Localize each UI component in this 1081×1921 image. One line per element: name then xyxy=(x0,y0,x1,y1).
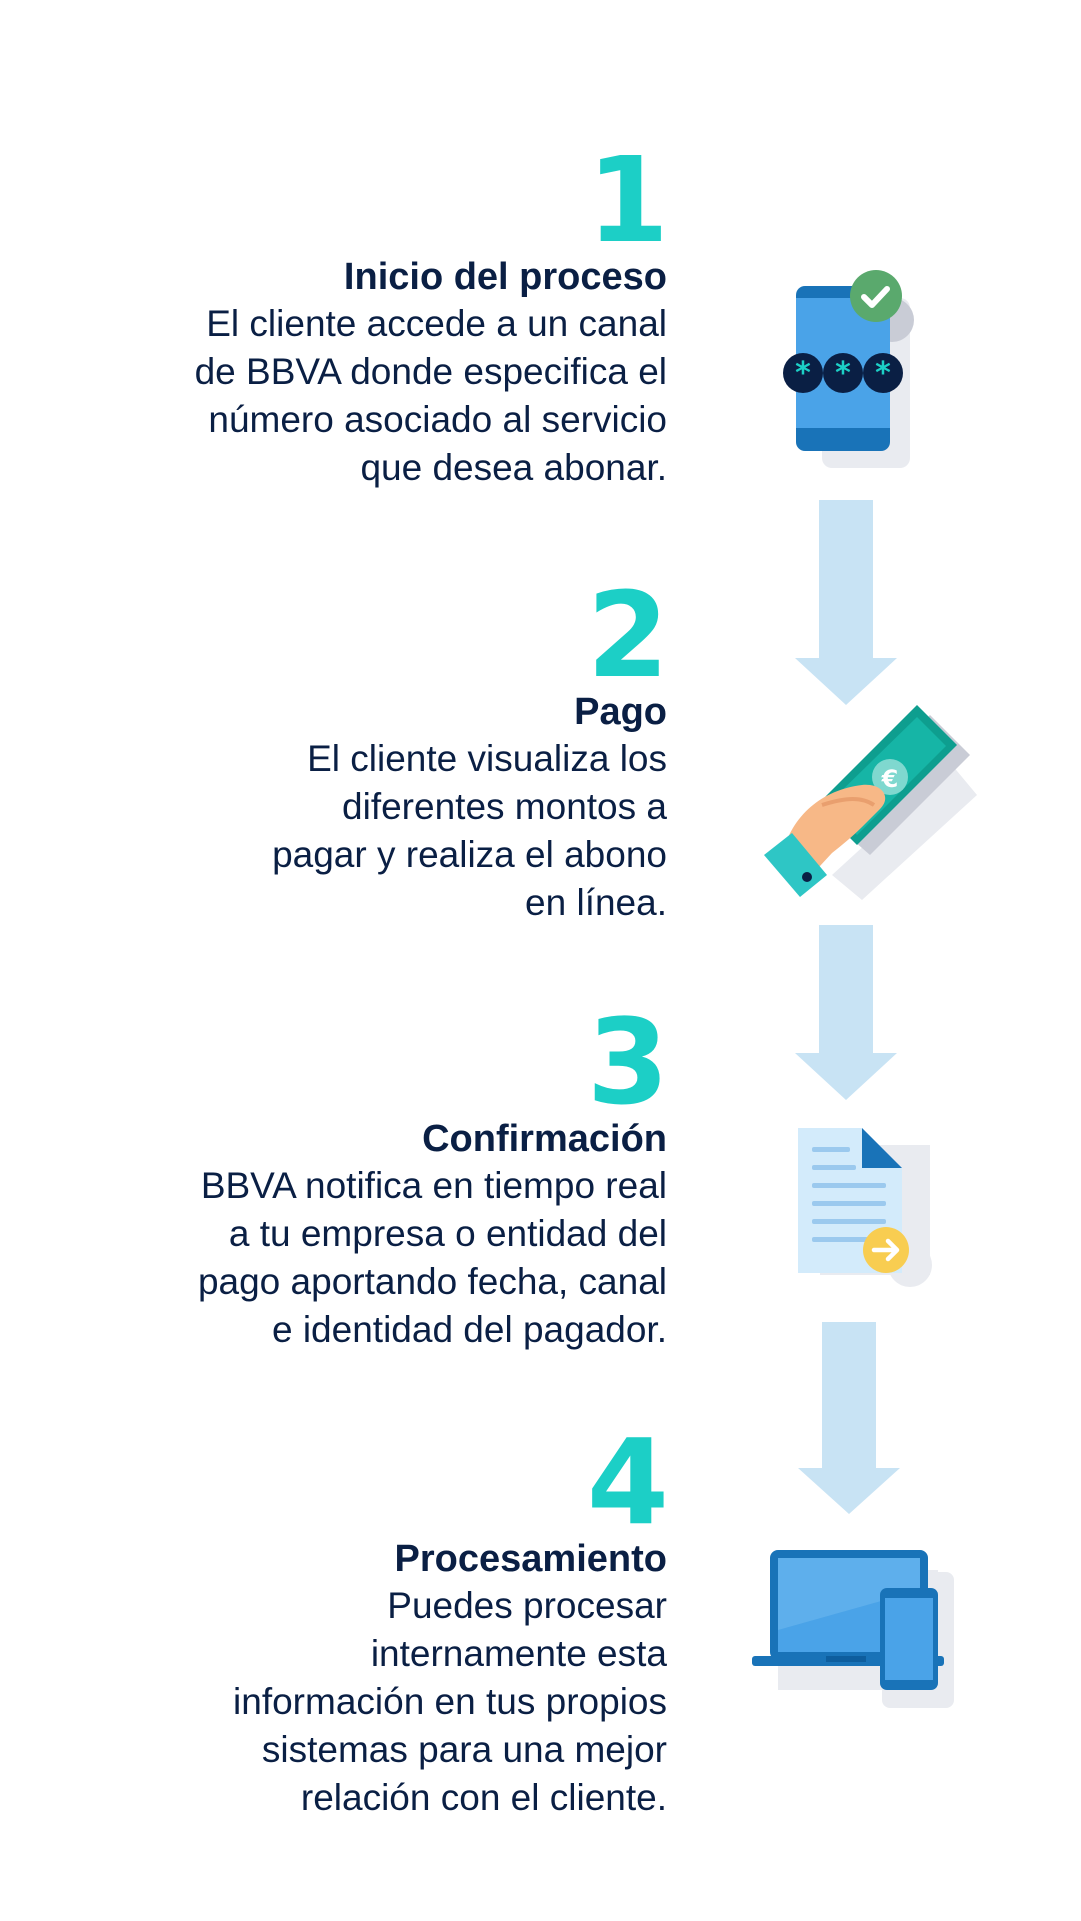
step-description: BBVA notifica en tiempo real a tu empres… xyxy=(107,1162,667,1354)
svg-text:*: * xyxy=(875,356,891,391)
phone-pin-icon: * * * xyxy=(783,270,914,468)
step-description-line: relación con el cliente. xyxy=(300,1777,667,1818)
step-description: El cliente accede a un canal de BBVA don… xyxy=(107,300,667,492)
step-description-line: que desea abonar. xyxy=(360,447,667,488)
step-description-line: a tu empresa o entidad del xyxy=(228,1213,667,1254)
step-description-line: El cliente accede a un canal xyxy=(206,303,667,344)
step-description-line: Puedes procesar xyxy=(387,1585,667,1626)
step-4: 4 Procesamiento Puedes procesar internam… xyxy=(107,1413,669,1822)
step-description-line: pagar y realiza el abono xyxy=(272,834,667,875)
step-description-line: sistemas para una mejor xyxy=(261,1729,667,1770)
step-description-line: de BBVA donde especifica el xyxy=(194,351,667,392)
step-description-line: El cliente visualiza los xyxy=(307,738,667,779)
step-title: Procesamiento xyxy=(394,1538,667,1580)
step-title: Confirmación xyxy=(422,1118,667,1160)
step-description-line: diferentes montos a xyxy=(342,786,667,827)
step-description-line: BBVA notifica en tiempo real xyxy=(200,1165,667,1206)
svg-text:*: * xyxy=(795,356,811,391)
step-number: 4 xyxy=(586,1413,669,1551)
down-arrow-icon xyxy=(798,1322,900,1514)
step-description-line: e identidad del pagador. xyxy=(271,1309,667,1350)
step-number: 1 xyxy=(586,131,669,269)
step-title: Inicio del proceso xyxy=(343,256,667,298)
svg-text:€: € xyxy=(881,765,899,793)
step-description-line: número asociado al servicio xyxy=(208,399,667,440)
laptop-phone-icon xyxy=(752,1550,954,1708)
step-description: El cliente visualiza los diferentes mont… xyxy=(107,735,667,927)
step-description: Puedes procesar internamente esta inform… xyxy=(107,1582,667,1822)
step-2: 2 Pago El cliente visualiza los diferent… xyxy=(107,566,669,927)
hand-money-icon: € xyxy=(764,705,977,900)
document-send-icon xyxy=(798,1128,932,1287)
step-description-line: pago aportando fecha, canal xyxy=(197,1261,667,1302)
step-description-line: internamente esta xyxy=(370,1633,667,1674)
step-description-line: en línea. xyxy=(525,882,667,923)
step-description-line: información en tus propios xyxy=(233,1681,667,1722)
svg-text:*: * xyxy=(835,356,851,391)
step-1: 1 Inicio del proceso El cliente accede a… xyxy=(107,131,669,492)
step-title: Pago xyxy=(574,691,667,733)
down-arrow-icon xyxy=(795,500,897,705)
down-arrow-icon xyxy=(795,925,897,1100)
step-3: 3 Confirmación BBVA notifica en tiempo r… xyxy=(107,993,669,1354)
step-number: 2 xyxy=(586,566,669,704)
step-number: 3 xyxy=(586,993,669,1131)
